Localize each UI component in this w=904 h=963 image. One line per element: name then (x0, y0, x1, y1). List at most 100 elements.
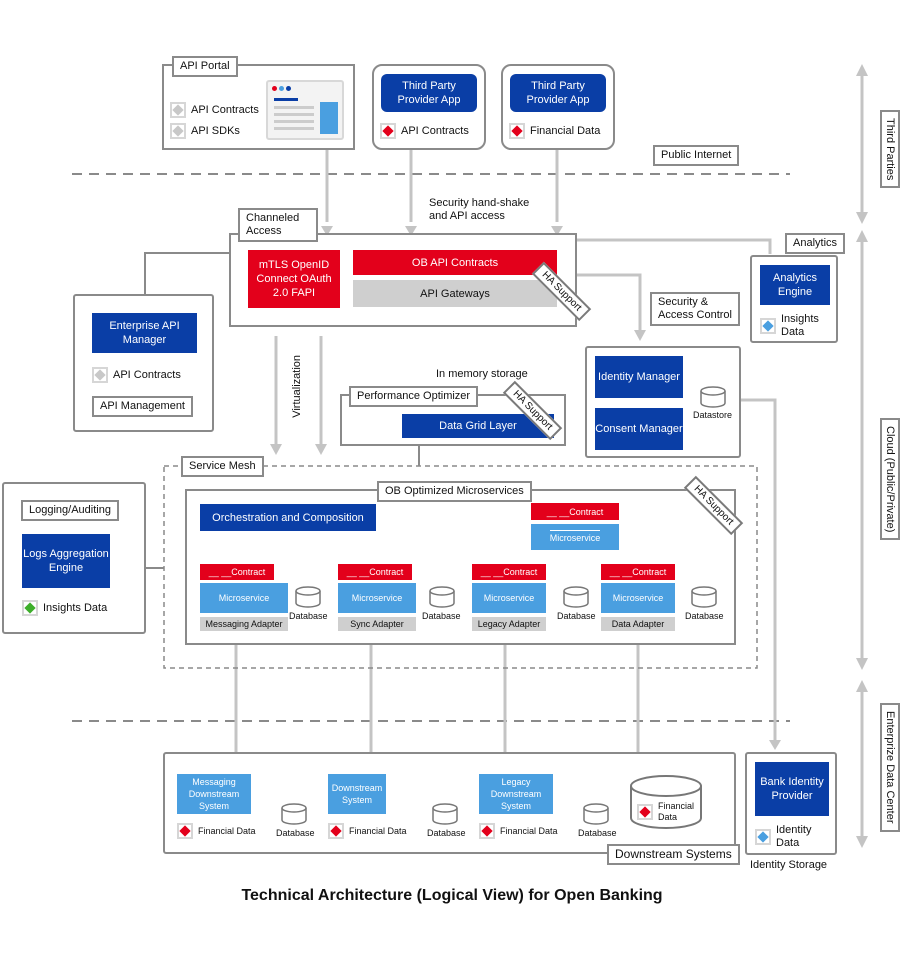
database-icon (691, 586, 717, 608)
analytics-panel: Analytics Engine Insights Data (750, 255, 838, 343)
diamond-icon (755, 829, 771, 845)
service-mesh-boundary (163, 465, 758, 669)
database-icon (432, 803, 458, 825)
auth-box: mTLS OpenID Connect OAuth 2.0 FAPI (248, 250, 340, 308)
contract-box: __ __Contract (531, 503, 619, 520)
public-internet-label: Public Internet (653, 145, 740, 166)
database-label: Database (578, 828, 617, 838)
security-access-label: Security & Access Control (650, 292, 740, 326)
zone-third-parties: Third Parties (880, 110, 900, 189)
legend-api-contracts: API Contracts (92, 367, 181, 383)
database-label: Database (289, 611, 328, 621)
orchestration-box: Orchestration and Composition (200, 504, 376, 531)
legend-financial-data: Financial Data (637, 801, 698, 823)
channeled-access-label: Channeled Access (238, 208, 318, 242)
contract-box: __ __Contract (200, 564, 274, 580)
legend-financial-data: Financial Data (177, 823, 256, 839)
database-label: Database (557, 611, 596, 621)
microservice-box: Microservice (601, 583, 675, 613)
microservice-box: Microservice (200, 583, 288, 613)
diamond-icon (380, 123, 396, 139)
database-icon (583, 803, 609, 825)
consent-manager-box: Consent Manager (595, 408, 683, 450)
legend-insights-data: Insights Data (760, 313, 832, 339)
downstream-system-box: Legacy Downstream System (479, 774, 553, 814)
diamond-icon (637, 804, 653, 820)
tpp-app-panel: Third Party Provider App API Contracts (372, 64, 486, 150)
performance-optimizer-label: Performance Optimizer (349, 386, 479, 407)
diagram-title: Technical Architecture (Logical View) fo… (241, 887, 663, 904)
adapter-box: Messaging Adapter (200, 617, 288, 631)
financial-datastore-icon (630, 775, 702, 829)
enterprise-api-panel: Enterprise API Manager API Contracts API… (73, 294, 214, 432)
logging-panel: Logging/Auditing Logs Aggregation Engine… (2, 482, 146, 634)
adapter-box: Data Adapter (601, 617, 675, 631)
datastore-label: Datastore (693, 410, 733, 420)
virtualization-annotation: Virtualization (291, 355, 303, 418)
legend-financial-data: Financial Data (328, 823, 407, 839)
contract-box: __ __Contract (472, 564, 546, 580)
analytics-label: Analytics (785, 233, 846, 254)
diamond-icon (479, 823, 495, 839)
tpp-app-panel: Third Party Provider App Financial Data (501, 64, 615, 150)
diamond-icon (177, 823, 193, 839)
in-memory-annotation: In memory storage (436, 368, 528, 380)
tpp-app-box: Third Party Provider App (381, 74, 477, 112)
zone-cloud: Cloud (Public/Private) (880, 418, 900, 541)
downstream-system-box: Messaging Downstream System (177, 774, 251, 814)
analytics-engine-box: Analytics Engine (760, 265, 830, 305)
legend-insights-data: Insights Data (22, 600, 107, 616)
adapter-box: Sync Adapter (338, 617, 416, 631)
channeled-access-panel: mTLS OpenID Connect OAuth 2.0 FAPI OB AP… (229, 233, 577, 327)
logging-auditing-label: Logging/Auditing (21, 500, 119, 521)
contract-box: __ __Contract (601, 564, 675, 580)
microservice-box: Microservice (531, 524, 619, 550)
portal-browser-icon (266, 80, 344, 140)
api-management-label: API Management (92, 396, 193, 417)
downstream-system-box: Downstream System (328, 774, 386, 814)
diamond-icon (328, 823, 344, 839)
database-label: Database (685, 611, 724, 621)
handshake-annotation: Security hand-shake and API access (429, 197, 530, 222)
diamond-icon (170, 123, 186, 139)
datastore-icon (700, 386, 726, 408)
database-icon (281, 803, 307, 825)
zone-data-center: Enterprize Data Center (880, 703, 900, 832)
database-icon (563, 586, 589, 608)
database-label: Database (427, 828, 466, 838)
microservice-box: Microservice (472, 583, 546, 613)
tpp-app-box: Third Party Provider App (510, 74, 606, 112)
database-icon (429, 586, 455, 608)
bank-identity-panel: Bank Identity Provider Identity Data (745, 752, 837, 855)
legend-api-sdks: API SDKs (170, 123, 240, 139)
downstream-systems-label: Downstream Systems (607, 844, 740, 865)
bank-identity-provider-box: Bank Identity Provider (755, 762, 829, 816)
database-label: Database (276, 828, 315, 838)
diamond-icon (170, 102, 186, 118)
legend-api-contracts: API Contracts (380, 123, 469, 139)
legend-financial-data: Financial Data (509, 123, 600, 139)
diamond-icon (92, 367, 108, 383)
identity-panel: Identity Manager Consent Manager Datasto… (585, 346, 741, 458)
api-portal-label: API Portal (172, 56, 238, 77)
api-portal-panel: API Contracts API SDKs (162, 64, 355, 150)
contract-box: __ __Contract (338, 564, 412, 580)
enterprise-api-manager-box: Enterprise API Manager (92, 313, 197, 353)
legend-identity-data: Identity Data (755, 824, 820, 850)
identity-storage-label: Identity Storage (750, 859, 828, 871)
legend-financial-data: Financial Data (479, 823, 558, 839)
ob-microservices-label: OB Optimized Microservices (377, 481, 532, 502)
adapter-box: Legacy Adapter (472, 617, 546, 631)
microservice-box: Microservice (338, 583, 416, 613)
diamond-icon (22, 600, 38, 616)
logs-aggregation-engine-box: Logs Aggregation Engine (22, 534, 110, 588)
service-mesh-label: Service Mesh (181, 456, 264, 477)
diamond-icon (509, 123, 525, 139)
database-icon (295, 586, 321, 608)
diamond-icon (760, 318, 776, 334)
ob-api-contracts-box: OB API Contracts (353, 250, 557, 275)
legend-api-contracts: API Contracts (170, 102, 259, 118)
identity-manager-box: Identity Manager (595, 356, 683, 398)
database-label: Database (422, 611, 461, 621)
